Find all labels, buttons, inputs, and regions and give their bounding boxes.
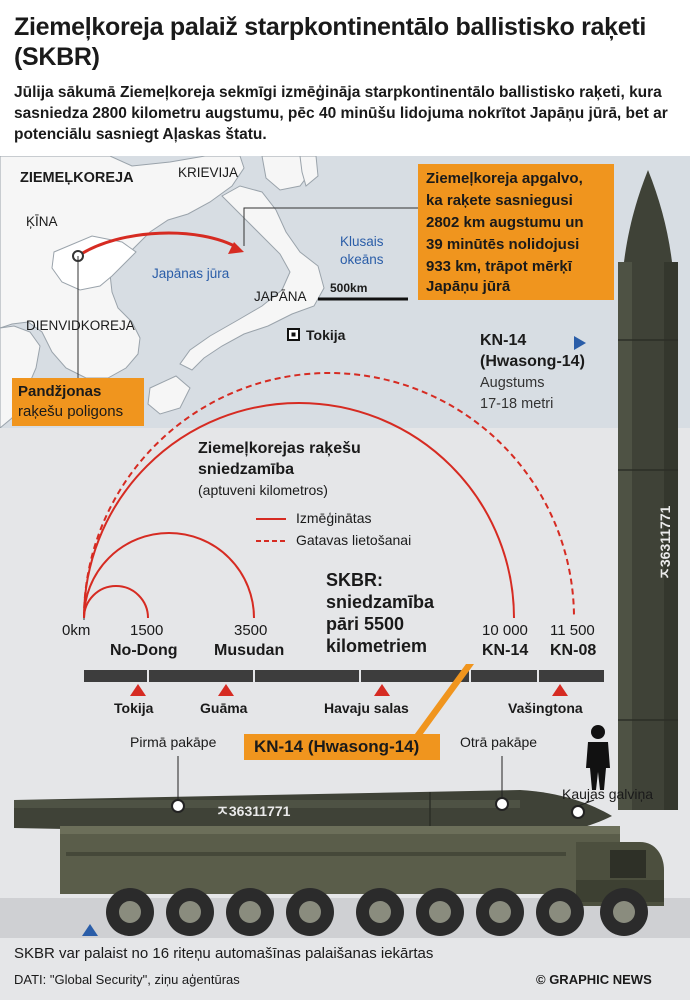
launch-site-box: Pandžjonas raķešu poligons — [12, 378, 144, 426]
icbm-line-2: sniedzamība — [326, 592, 435, 612]
north-korea-label: ZIEMEĻKOREJA — [20, 170, 134, 186]
launcher-callout-label: KN-14 (Hwasong-14) — [254, 737, 420, 756]
missile-name-1: KN-14 — [480, 332, 527, 349]
arc-nodong — [83, 585, 149, 619]
page-title: Ziemeļkoreja palaiž starpkontinentālo ba… — [14, 13, 647, 71]
tick-kn14: KN-14 — [482, 642, 529, 659]
warhead-marker — [571, 805, 585, 819]
claim-box: Ziemeļkoreja apgalvo, ka raķete sasniegu… — [418, 164, 614, 300]
claim-line-5: 933 km, trāpot mērķī — [426, 258, 572, 275]
arc-kn08 — [83, 372, 575, 619]
launch-site-label-2: raķešu poligons — [18, 403, 124, 420]
japan-land — [179, 185, 325, 371]
tick-3500: 3500 — [234, 622, 268, 639]
tick-nodong: No-Dong — [110, 642, 178, 659]
china-label: ĶĪNA — [26, 214, 58, 229]
kyushu-land — [147, 375, 191, 415]
icbm-line-1: SKBR: — [326, 570, 383, 590]
sea-of-japan-label: Japānas jūra — [152, 266, 230, 281]
range-title-2: sniedzamība — [198, 461, 295, 478]
claim-line-2: ka raķete sasniegusi — [426, 192, 573, 209]
missile-nose — [624, 170, 672, 262]
intro-text: Jūlija sākumā Ziemeļkoreja sekmīgi izmēģ… — [14, 84, 668, 143]
person-body — [586, 742, 610, 790]
tick-0: 0km — [62, 622, 91, 639]
tick-10000: 10 000 — [482, 622, 528, 639]
sakhalin-land — [299, 156, 319, 187]
truck-bed — [60, 826, 620, 894]
first-stage-label: Pirmā pakāpe — [130, 734, 217, 750]
arc-musudan — [83, 532, 255, 619]
tick-1500: 1500 — [130, 622, 164, 639]
south-korea-label: DIENVIDKOREJA — [26, 318, 135, 333]
missile-marking-horizontal: ㅈ36311771 — [216, 803, 291, 819]
tick-11500: 11 500 — [550, 622, 595, 639]
flight-path — [77, 231, 239, 258]
second-stage-marker — [495, 797, 509, 811]
source-note: DATI: "Global Security", ziņu aģentūras — [14, 972, 240, 987]
russia-label: KRIEVIJA — [178, 165, 239, 180]
first-stage-marker — [171, 799, 185, 813]
flight-arrowhead — [228, 242, 244, 254]
arc-kn14 — [83, 402, 515, 619]
launcher-caption: SKBR var palaist no 16 riteņu automašīna… — [14, 945, 434, 962]
claim-line-1: Ziemeļkoreja apgalvo, — [426, 170, 583, 187]
range-title-1: Ziemeļkorejas raķešu — [198, 440, 361, 457]
target-hawaii: Havaju salas — [324, 700, 409, 716]
china-land — [0, 325, 41, 428]
tick-musudan: Musudan — [214, 642, 285, 659]
hokkaido-land — [261, 156, 313, 191]
legend-tested: Izmēģinātas — [296, 510, 372, 526]
person-head — [591, 725, 605, 739]
target-marker-tokyo — [130, 684, 146, 696]
target-marker-hawaii — [374, 684, 390, 696]
icbm-line-4: kilometriem — [326, 636, 428, 656]
claim-line-6: Japāņu jūrā — [426, 278, 511, 295]
icbm-line-3: pāri 5500 — [326, 614, 405, 634]
legend-ready: Gatavas lietošanai — [296, 532, 412, 548]
range-subtitle: (aptuveni kilometros) — [198, 482, 328, 498]
warhead-label: Kaujas galviņa — [562, 786, 654, 802]
launch-site-label-1: Pandžjonas — [18, 383, 102, 400]
claim-line-3: 2802 km augstumu un — [426, 214, 584, 231]
missile-height-label: Augstums — [480, 375, 545, 391]
second-stage-label: Otrā pakāpe — [460, 734, 538, 750]
target-scale-bar — [84, 670, 604, 682]
credit-note: © GRAPHIC NEWS — [536, 972, 652, 987]
scale-label: 500km — [330, 281, 368, 295]
map-shapes — [0, 156, 418, 428]
ground-marker — [82, 924, 98, 936]
target-tokyo: Tokija — [114, 700, 154, 716]
japan-label: JAPĀNA — [254, 289, 307, 304]
missile-height-value: 17-18 metri — [480, 396, 554, 412]
target-marker-washington — [552, 684, 568, 696]
target-guam: Guāma — [200, 700, 248, 716]
mainland-land — [0, 156, 245, 379]
callout-pointer — [412, 664, 474, 738]
pacific-label-2: okeāns — [340, 252, 384, 267]
pacific-label-1: Klusais — [340, 234, 384, 249]
tick-kn08: KN-08 — [550, 642, 597, 659]
target-washington: Vašingtona — [508, 700, 583, 716]
launcher-callout-box: KN-14 (Hwasong-14) — [244, 734, 440, 760]
tokyo-label: Tokija — [306, 327, 346, 343]
target-marker-guam — [218, 684, 234, 696]
claim-connector — [243, 207, 418, 246]
claim-line-4: 39 minūtēs nolidojusi — [426, 236, 580, 253]
kn14-pointer-icon — [574, 336, 586, 350]
missile-name-2: (Hwasong-14) — [480, 353, 585, 370]
truck-wheels — [106, 888, 648, 936]
